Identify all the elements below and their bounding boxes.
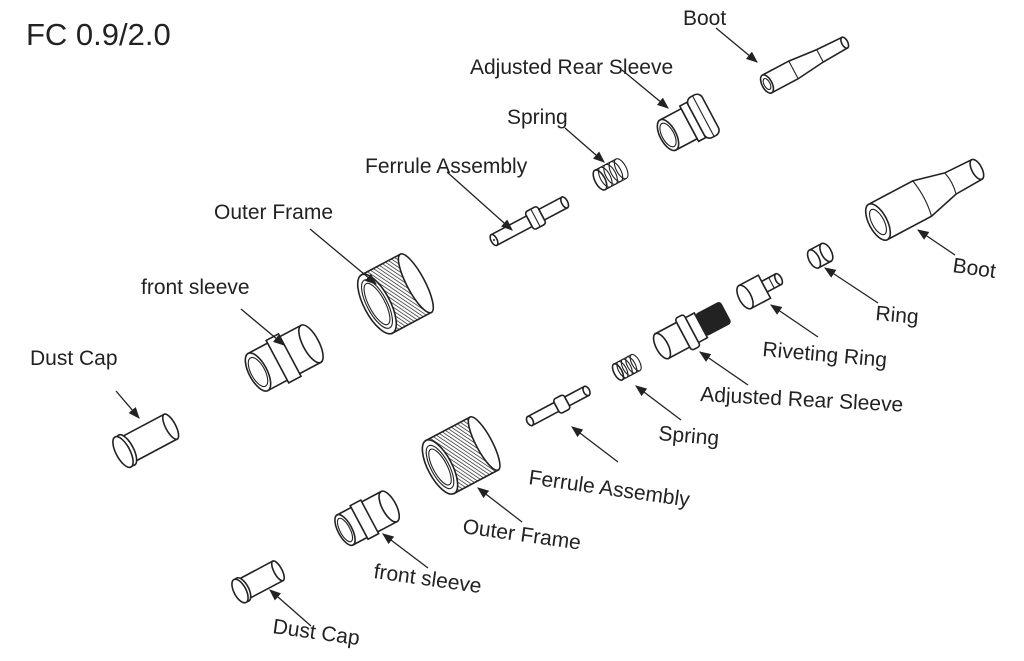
arrow-spring-2 [635,385,682,421]
dust-cap-part-2 [231,560,286,604]
front-sleeve-part-2 [334,490,401,547]
label-ring: Ring [875,302,920,329]
label-ferrule-assembly: Ferrule Assembly [365,155,528,178]
label-boot-2: Boot [951,254,997,283]
arrow-outer-frame-2 [477,487,523,523]
outer-frame-part-2 [421,415,501,495]
riveting-ring-part [736,272,784,310]
arrow-dust-cap [115,390,140,419]
outer-frame-part [356,253,435,335]
ferrule-assembly-part-2 [525,385,591,427]
arrow-spring [564,127,605,163]
label-adjusted-rear-sleeve-2: Adjusted Rear Sleeve [700,383,904,417]
assembly-2-0: Boot Ring Riveting Ring Adjusted R [231,158,997,650]
arrow-dust-cap-2 [269,589,312,627]
arrow-front-sleeve-2 [382,533,429,569]
arrow-adjusted-rear-sleeve-2 [699,351,749,386]
label-spring-2: Spring [658,422,720,450]
dust-cap-part [112,413,180,469]
ring-part [806,242,834,269]
label-boot: Boot [683,7,726,30]
spring-part [592,158,629,191]
arrow-boot-2 [917,229,956,256]
arrow-boot [715,27,758,63]
label-dust-cap-2: Dust Cap [271,615,361,650]
adjusted-rear-sleeve-part [656,93,720,152]
arrow-outer-frame [309,228,377,285]
diagram-title: FC 0.9/2.0 [26,17,171,52]
label-spring: Spring [507,106,568,129]
boot-part [759,36,850,94]
label-riveting-ring: Riveting Ring [762,338,888,372]
adjusted-rear-sleeve-part-2 [652,302,731,360]
label-front-sleeve: front sleeve [141,276,250,299]
arrow-ferrule-assembly [446,171,513,231]
front-sleeve-part [244,324,324,392]
label-front-sleeve-2: front sleeve [372,560,483,598]
label-adjusted-rear-sleeve: Adjusted Rear Sleeve [470,56,673,79]
boot-part-2 [864,158,985,241]
arrow-riveting-ring [770,304,819,338]
ferrule-assembly-part [489,196,570,247]
spring-part-2 [611,353,642,381]
arrow-adjusted-rear-sleeve [621,69,669,109]
arrow-ferrule-assembly-2 [571,426,619,463]
label-ferrule-assembly-2: Ferrule Assembly [527,466,691,511]
assembly-0-9: Boot Adjusted Rear Sleeve Spring [30,7,850,469]
arrow-front-sleeve [240,308,285,346]
label-outer-frame: Outer Frame [214,201,333,224]
label-dust-cap: Dust Cap [30,347,118,370]
arrow-ring [824,267,879,304]
